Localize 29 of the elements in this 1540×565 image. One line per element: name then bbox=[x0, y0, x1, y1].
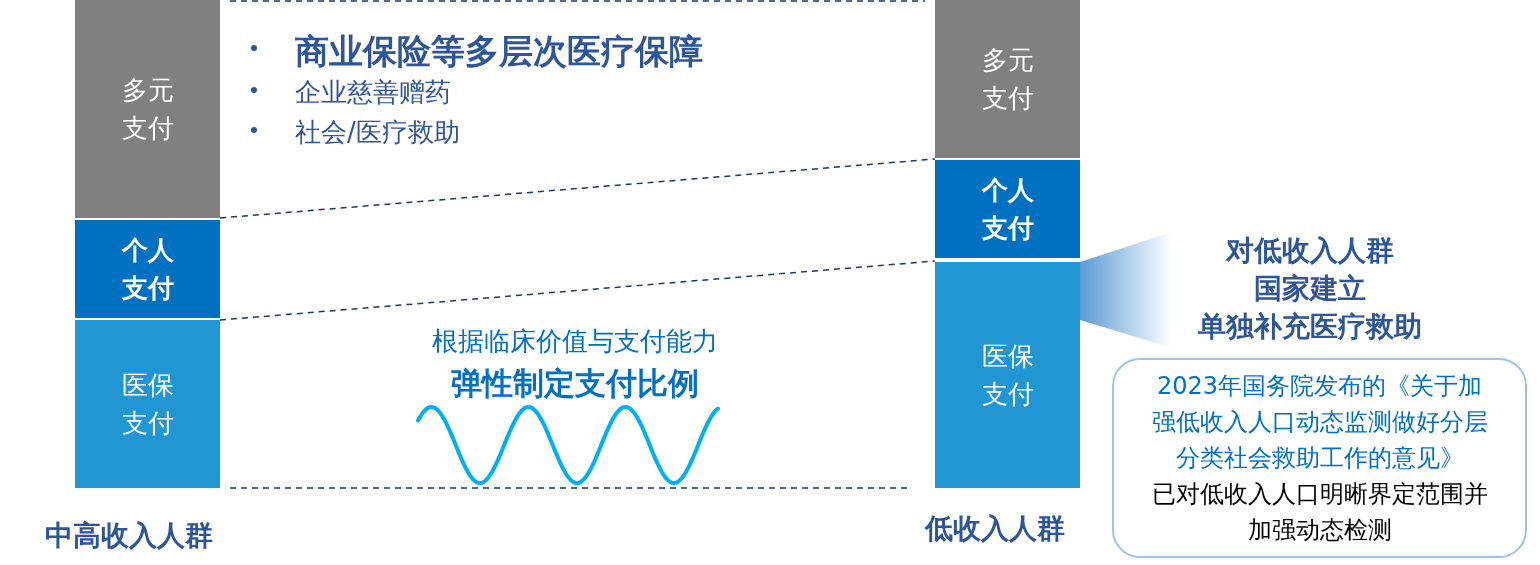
payment-block bbox=[935, 262, 1080, 488]
caption-text: 根据临床价值与支付能力 bbox=[431, 325, 719, 358]
group-label: 低收入人群 bbox=[925, 511, 1065, 547]
block-label: 个人支付 bbox=[980, 174, 1035, 245]
payment-block bbox=[75, 320, 220, 488]
block-label: 医保支付 bbox=[120, 369, 175, 440]
dashed-guide-line bbox=[219, 260, 936, 321]
payment-block bbox=[935, 160, 1080, 258]
block-label: 个人支付 bbox=[120, 234, 175, 305]
payment-block bbox=[935, 0, 1080, 158]
payment-block bbox=[75, 0, 220, 218]
block-label: 医保支付 bbox=[980, 340, 1035, 411]
dashed-guide-line bbox=[219, 158, 936, 219]
note-text: 已对低收入人口明晰界定范围并加强动态检测 bbox=[1150, 479, 1489, 546]
note-box bbox=[1112, 358, 1527, 558]
caption-text: 弹性制定支付比例 bbox=[450, 364, 700, 403]
payment-block bbox=[75, 220, 220, 318]
bullet-text: 社会/医疗救助 bbox=[295, 116, 460, 149]
bullet-text: 商业保险等多层次医疗保障 bbox=[295, 30, 703, 73]
block-label: 国家建立 bbox=[1254, 271, 1366, 307]
bullet-text: 企业慈善赠药 bbox=[295, 76, 451, 109]
block-label: 多元支付 bbox=[980, 44, 1035, 115]
block-label: 单独补充医疗救助 bbox=[1198, 309, 1422, 345]
block-label: 多元支付 bbox=[120, 74, 175, 145]
group-label: 中高收入人群 bbox=[45, 518, 213, 554]
note-text: 2023年国务院发布的《关于加强低收入人口动态监测做好分层分类社会救助工作的意见》 bbox=[1150, 371, 1489, 474]
dashed-guide-line bbox=[229, 0, 926, 2]
spotlight-beam bbox=[1080, 232, 1172, 348]
block-label: 对低收入人群 bbox=[1226, 233, 1394, 269]
